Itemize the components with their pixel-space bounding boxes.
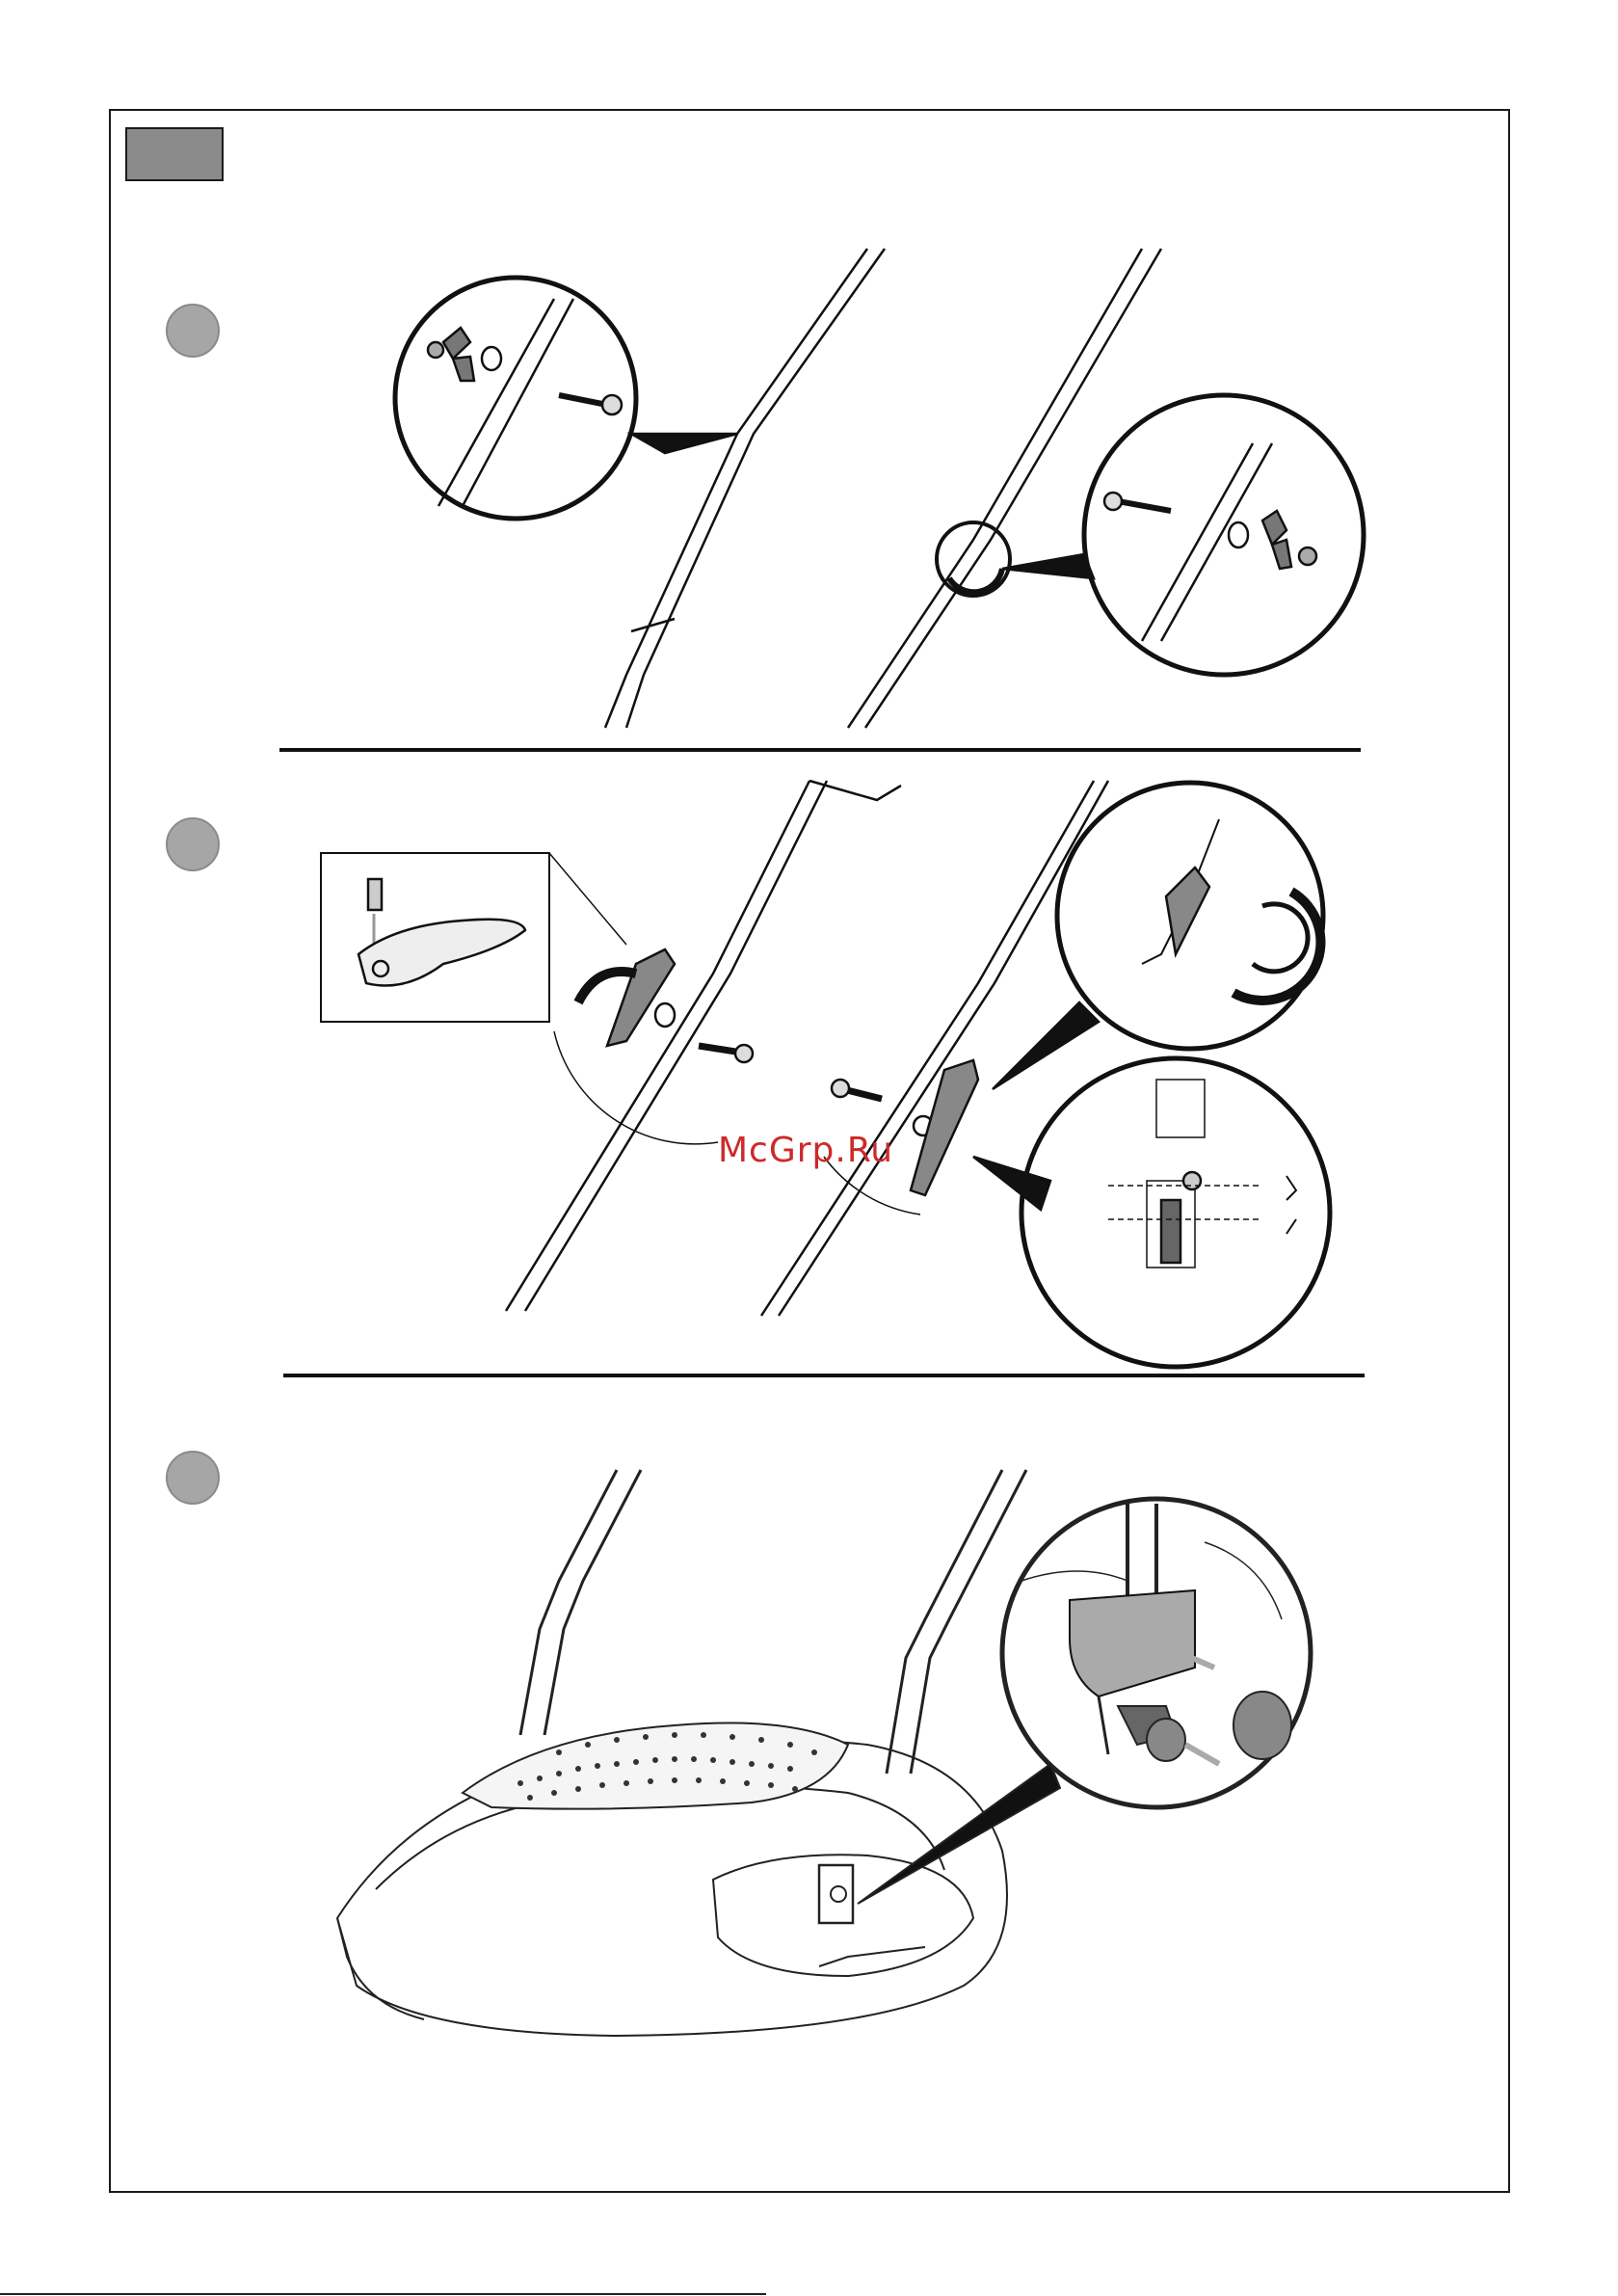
pull-arrow-icon xyxy=(1185,1745,1219,1764)
watermark-text: McGrp.Ru xyxy=(718,1131,893,1170)
footer-line xyxy=(0,2293,766,2295)
